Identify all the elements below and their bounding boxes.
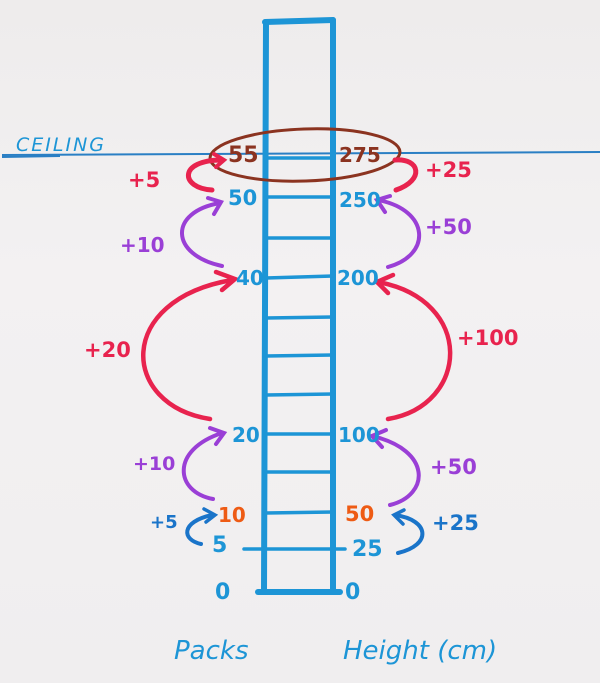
left-value-40: 40 bbox=[236, 266, 264, 290]
right-step-plus50-bottom: +50 bbox=[430, 455, 477, 479]
left-value-50: 50 bbox=[228, 186, 258, 210]
left-value-0: 0 bbox=[215, 580, 231, 605]
right-value-275: 275 bbox=[339, 143, 381, 167]
left-step-plus10-bottom: +10 bbox=[133, 453, 176, 475]
ladder-rungs bbox=[242, 156, 347, 551]
ceiling-label: CEILING bbox=[16, 134, 106, 156]
right-step-plus25-bottom: +25 bbox=[432, 511, 479, 535]
right-step-plus100: +100 bbox=[457, 326, 519, 350]
left-step-plus10-top: +10 bbox=[120, 233, 165, 257]
left-step-plus5-top: +5 bbox=[128, 168, 161, 192]
left-step-plus5-bottom: +5 bbox=[150, 512, 178, 533]
left-value-10: 10 bbox=[218, 503, 246, 527]
right-value-25: 25 bbox=[352, 537, 383, 562]
left-value-20: 20 bbox=[232, 423, 260, 447]
left-step-plus20: +20 bbox=[84, 338, 131, 362]
ladder bbox=[255, 17, 343, 595]
right-step-plus25-top: +25 bbox=[425, 158, 472, 182]
right-value-250: 250 bbox=[339, 188, 381, 212]
right-value-100: 100 bbox=[338, 423, 380, 447]
left-axis-label: Packs bbox=[174, 636, 249, 666]
right-value-200: 200 bbox=[337, 266, 379, 290]
right-axis-label: Height (cm) bbox=[343, 636, 498, 666]
right-value-0: 0 bbox=[345, 580, 361, 605]
right-value-50: 50 bbox=[345, 502, 375, 526]
left-value-5: 5 bbox=[212, 533, 228, 558]
ceiling-line bbox=[1, 151, 600, 156]
left-value-55: 55 bbox=[228, 143, 259, 168]
right-step-plus50-top: +50 bbox=[425, 215, 472, 239]
